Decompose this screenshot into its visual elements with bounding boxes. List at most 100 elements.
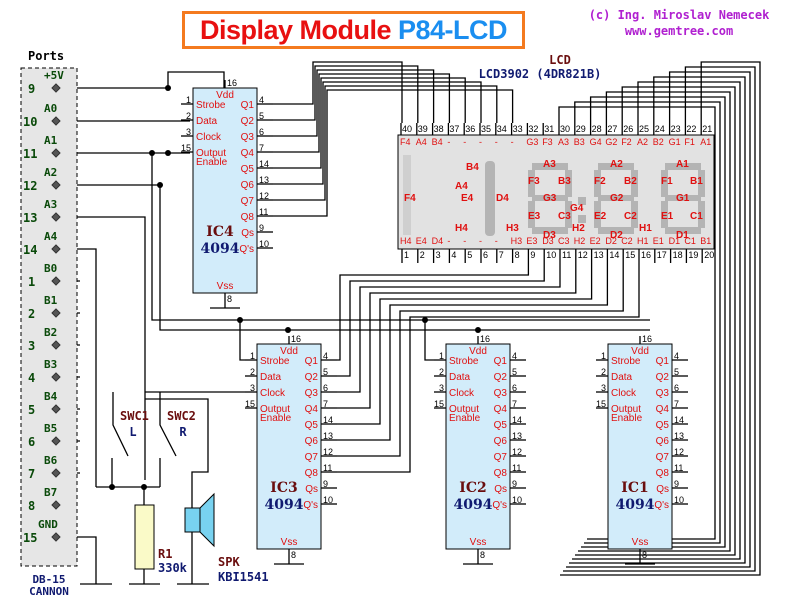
- lcd-pin-number: 27: [607, 124, 617, 134]
- lcd-segment-label: D2: [605, 236, 617, 246]
- colon-bottom: [578, 215, 586, 223]
- segment-E4: E4: [461, 193, 474, 204]
- ic-type: 4094: [454, 497, 493, 513]
- pin-label-Q8: Q8: [241, 212, 255, 223]
- wire: [273, 81, 482, 185]
- pin-number: 5: [512, 367, 517, 377]
- pin-label-Q7: Q7: [494, 452, 508, 463]
- pin-label-Output Enable: Output: [260, 404, 290, 415]
- pin-label-Qs: Qs: [305, 484, 318, 495]
- pin-label-Clock: Clock: [449, 388, 475, 399]
- port-number: 12: [23, 179, 37, 193]
- wire: [273, 61, 403, 123]
- lcd-segment-label: G4: [590, 137, 602, 147]
- wire: [273, 89, 514, 217]
- port-terminal: [51, 468, 61, 478]
- wire: [337, 263, 530, 361]
- lcd-pin-number: 7: [499, 250, 504, 260]
- segment-D1: D1: [676, 230, 689, 241]
- switch-ref-swc2: SWC2: [167, 409, 196, 423]
- components: [20, 67, 715, 570]
- pin-number: 13: [323, 431, 333, 441]
- lcd-pin-number: 23: [671, 124, 681, 134]
- pin-number: 5: [674, 367, 679, 377]
- lcd-segment-label: B4: [432, 137, 443, 147]
- pin-number: 6: [259, 127, 264, 137]
- port-name-GND: GND: [38, 518, 58, 531]
- port-number: 7: [28, 467, 35, 481]
- pin-number: 3: [250, 383, 255, 393]
- port-number: 5: [28, 403, 35, 417]
- lcd-pin-number: 10: [546, 250, 556, 260]
- port-name-B4: B4: [44, 390, 58, 403]
- lcd-segment-label: C2: [621, 236, 633, 246]
- pin-number: 9: [323, 479, 328, 489]
- segment-F3: F3: [528, 176, 540, 187]
- pin-number: 7: [512, 399, 517, 409]
- pin-label: Enable: [611, 413, 643, 424]
- wire: [566, 71, 751, 568]
- vdd-label: Vdd: [216, 90, 234, 101]
- pin-number: 3: [601, 383, 606, 393]
- lcd-pin-number: 13: [594, 250, 604, 260]
- pin-number: 11: [259, 207, 268, 217]
- speaker-part: KBI1541: [218, 570, 269, 584]
- lcd-pin-number: 37: [449, 124, 459, 134]
- pin-number: 5: [259, 111, 264, 121]
- title-box: Display Module P84-LCD: [182, 11, 525, 49]
- pin-label-Q1: Q1: [656, 356, 670, 367]
- lcd-segment-label: B3: [574, 137, 585, 147]
- lcd-segment-label: B1: [700, 236, 711, 246]
- segment-A3: A3: [543, 159, 556, 170]
- title-main: Display Module: [199, 15, 392, 45]
- lcd-pin-number: 16: [641, 250, 651, 260]
- lcd-segment-label: G2: [605, 137, 617, 147]
- pin-number: 2: [601, 367, 606, 377]
- pin-label-Q7: Q7: [656, 452, 670, 463]
- pin-label-Q3: Q3: [305, 388, 319, 399]
- pin-number: 10: [259, 239, 269, 249]
- pin-label-Data: Data: [449, 372, 471, 383]
- lcd-pin-number: 3: [436, 250, 441, 260]
- pin-number: 9: [512, 479, 517, 489]
- junction-dot: [475, 327, 481, 333]
- pin-label-Q's: Q's: [239, 244, 254, 255]
- lcd-segment-label: C1: [684, 236, 696, 246]
- port-terminal: [51, 372, 61, 382]
- segment-G4: G4: [570, 203, 584, 214]
- lcd-segment-label: E1: [653, 236, 664, 246]
- lcd-pin-number: 17: [657, 250, 667, 260]
- lcd-segment-label: A1: [700, 137, 711, 147]
- wire: [574, 101, 721, 544]
- pin-number: 14: [674, 415, 684, 425]
- pin-number: 1: [601, 351, 606, 361]
- port-terminal: [51, 436, 61, 446]
- port-terminal: [51, 340, 61, 350]
- lcd-segment-label: -: [479, 137, 482, 147]
- lcd-segment-label: H4: [400, 236, 412, 246]
- port-terminal: [51, 404, 61, 414]
- ic-type: 4094: [265, 497, 304, 513]
- pin-label-Q7: Q7: [241, 196, 255, 207]
- port-number: 14: [23, 243, 37, 257]
- port-number: 6: [28, 435, 35, 449]
- ports-panel: [20, 67, 78, 567]
- digit1-b: [698, 170, 705, 197]
- vss-label: Vss: [217, 281, 234, 292]
- wire: [151, 153, 650, 321]
- connector-type: DB-15: [32, 573, 65, 586]
- lcd-segment-label: -: [447, 137, 450, 147]
- port-terminal: [51, 276, 61, 286]
- wire: [337, 263, 561, 393]
- ic-ref-IC4: IC4: [206, 224, 234, 240]
- lcd-pin-number: 34: [497, 124, 507, 134]
- lcd-pin-number: 6: [483, 250, 488, 260]
- pin-label-Q4: Q4: [656, 404, 670, 415]
- lcd-segment-label: F1: [684, 137, 695, 147]
- lcd-pin-number: 18: [673, 250, 683, 260]
- port-name-B7: B7: [44, 486, 57, 499]
- port-terminal: [51, 116, 61, 126]
- wire: [273, 65, 419, 123]
- pin-label-Strobe: Strobe: [611, 356, 641, 367]
